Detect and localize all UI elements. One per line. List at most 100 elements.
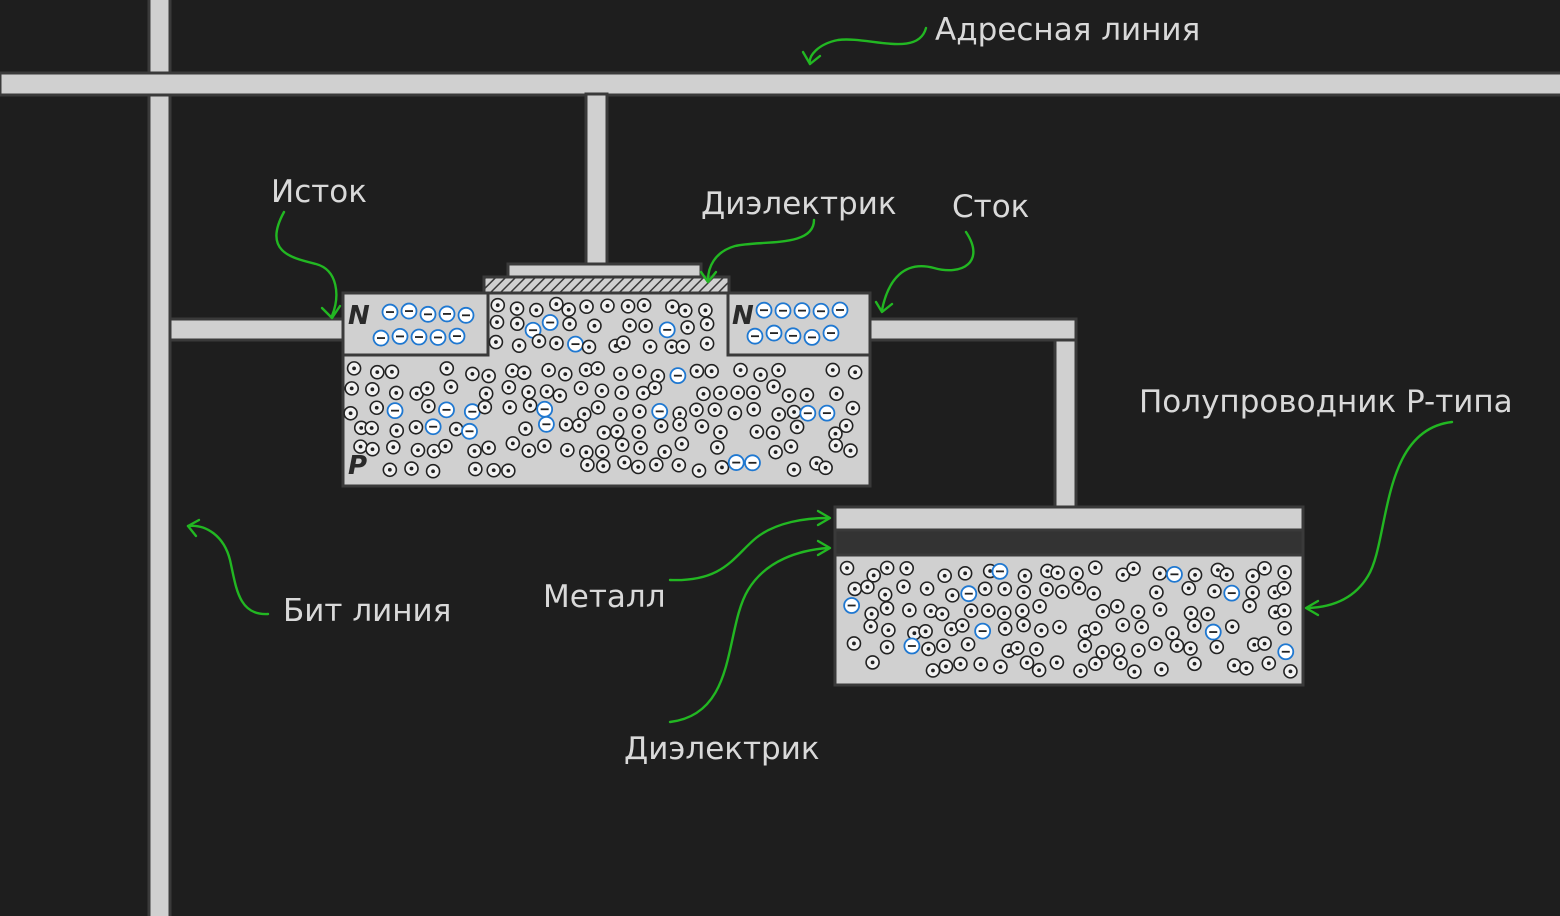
dot-circle-icon [1154,662,1169,677]
minus-circle-icon [463,403,481,421]
dot-circle-icon [781,388,797,403]
minus-circle-icon [822,324,840,342]
dot-circle-icon [613,407,628,422]
dot-circle-icon [1245,568,1261,584]
minus-circle-icon [1166,565,1183,583]
dot-circle-icon [481,368,496,384]
dot-circle-icon [647,380,663,396]
dot-circle-icon [616,335,631,350]
dot-circle-icon [847,364,863,380]
dot-circle-icon [1049,655,1065,670]
dot-circle-icon [771,407,787,422]
minus-circle-icon [438,305,456,323]
dot-circle-icon [1152,602,1168,617]
dot-circle-icon [1245,585,1260,600]
dot-circle-icon [934,606,950,622]
dot-circle-icon [1034,623,1049,638]
dot-circle-icon [713,385,728,401]
dot-circle-icon [846,636,862,651]
dot-circle-icon [630,459,646,475]
dot-circle-icon [478,386,494,401]
dot-circle-icon [765,425,781,440]
minus-circle-icon [567,335,584,353]
dot-circle-icon [516,365,532,381]
dot-circle-icon [1207,583,1222,599]
dot-circle-icon [707,402,723,418]
dot-circle-icon [614,437,630,453]
dot-circle-icon [699,316,715,332]
dot-circle-icon [1127,664,1142,680]
dot-circle-icon [937,568,952,584]
dot-circle-icon [843,443,858,458]
dot-circle-icon [642,339,658,354]
minus-circle-icon [1277,643,1295,661]
dot-circle-icon [996,605,1012,621]
dot-circle-icon [921,641,936,657]
dot-circle-icon [963,603,979,618]
minus-circle-icon [541,314,559,331]
dot-circle-icon [1209,639,1225,655]
dot-circle-icon [727,405,743,421]
dot-circle-icon [1115,567,1131,583]
substrate-type-letter: P [348,451,367,481]
minus-circle-icon [536,400,554,418]
dot-circle-icon [409,386,424,401]
dot-circle-icon [1226,658,1242,673]
minus-circle-icon [372,329,390,347]
dot-circle-icon [633,440,648,456]
dot-circle-icon [689,402,704,418]
capacitor-metal-plate [833,505,1305,532]
arrow-gate-dielectric [699,218,816,284]
dot-circle-icon [1010,640,1025,656]
dot-circle-icon [860,579,875,595]
dot-circle-icon [896,579,911,594]
dot-circle-icon [386,439,401,455]
dot-circle-icon [1283,664,1298,679]
dot-circle-icon [638,318,653,334]
dot-circle-icon [1055,584,1070,600]
dot-circle-icon [595,458,611,474]
arrow-drain [874,230,975,314]
gate-metal [506,262,703,279]
dot-circle-icon [443,379,459,395]
dot-circle-icon [649,457,664,472]
dot-circle-icon [799,387,815,403]
dot-circle-icon [467,443,482,459]
address-line-wire [0,71,1560,97]
dot-circle-icon [786,462,802,477]
dot-circle-icon [997,621,1013,636]
dot-circle-icon [600,298,615,314]
dot-circle-icon [578,362,594,378]
dot-circle-icon [1087,560,1103,575]
dot-circle-icon [766,379,781,394]
source-connector-wire [168,317,346,342]
dot-circle-icon [957,566,973,581]
dot-circle-icon [562,316,577,332]
minus-circle-icon [765,324,783,342]
dot-circle-icon [1257,561,1272,576]
minus-circle-icon [381,303,399,321]
dot-circle-icon [1019,655,1035,670]
dot-circle-icon [866,568,882,583]
dot-circle-icon [977,581,993,597]
dot-circle-icon [486,462,502,478]
dot-circle-icon [489,314,505,330]
arrow-capacitor-dielectric [668,539,832,724]
metal-label: Металл [543,579,666,615]
dot-circle-icon [899,561,915,576]
dot-circle-icon [877,587,893,602]
dot-circle-icon [1246,637,1262,653]
dot-circle-icon [945,588,960,603]
dot-circle-icon [631,424,647,440]
dot-circle-icon [1276,580,1292,596]
dot-circle-icon [1200,606,1215,622]
capacitor-dielectric-label: Диэлектрик [624,731,820,767]
dot-circle-icon [580,457,595,473]
dot-circle-icon [590,400,606,415]
dot-circle-icon [382,462,398,478]
dot-circle-icon [465,366,480,382]
dot-circle-icon [1069,566,1084,581]
dot-circle-icon [490,297,506,313]
dot-circle-icon [771,362,786,378]
dot-circle-icon [594,444,610,460]
